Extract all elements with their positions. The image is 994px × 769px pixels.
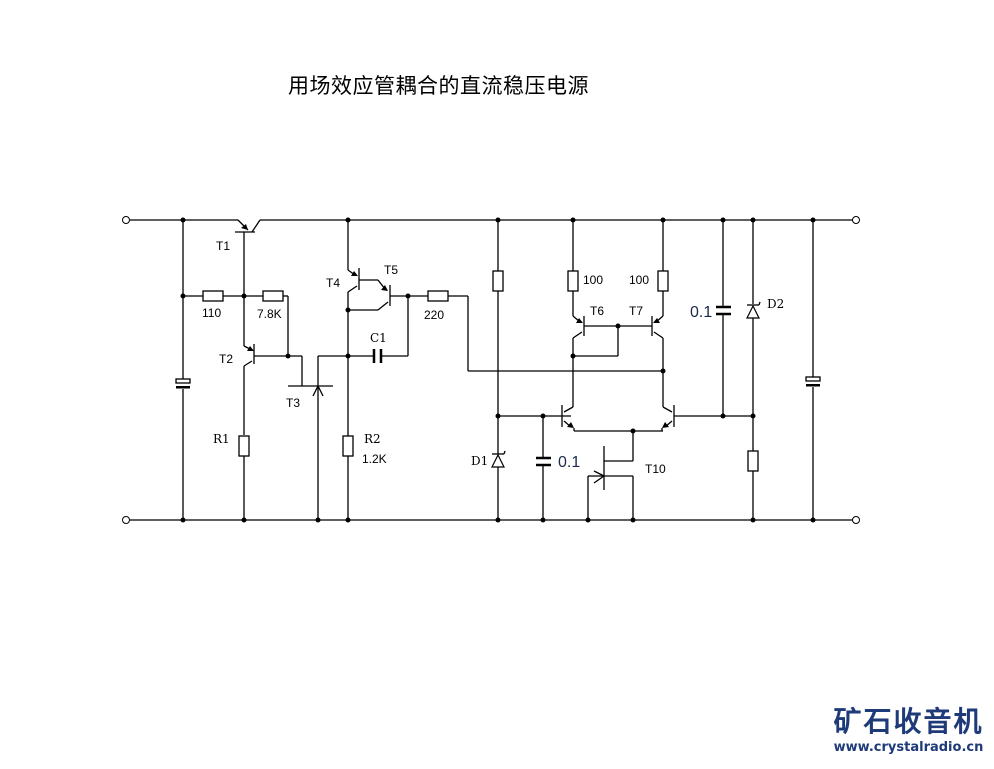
label-t10: T10 xyxy=(645,462,666,476)
label-r-220: 220 xyxy=(424,308,444,322)
resistor-7-8k xyxy=(262,290,289,356)
capacitor-c1 xyxy=(348,296,409,363)
resistor-r1 xyxy=(238,435,250,520)
transistor-t1 xyxy=(235,219,261,296)
label-t4: T4 xyxy=(326,276,340,290)
fet-t10 xyxy=(587,431,634,520)
input-capacitor xyxy=(175,220,191,520)
zener-d2 xyxy=(746,220,761,520)
differential-pair xyxy=(561,405,753,432)
label-t3: T3 xyxy=(286,396,300,410)
capacitor-right xyxy=(716,220,731,416)
input-terminal-positive xyxy=(122,216,130,224)
fet-t3 xyxy=(288,355,348,520)
label-c-mid: 0.1 xyxy=(558,454,580,471)
logo-url[interactable]: www.crystalradio.cn xyxy=(833,740,984,755)
label-r2: R2 xyxy=(364,432,381,446)
label-c-right: 0.1 xyxy=(690,304,712,321)
zener-d1-branch xyxy=(491,220,571,520)
current-mirror-t6-t7 xyxy=(567,220,669,407)
resistor-r2 xyxy=(342,435,354,520)
output-terminal-positive xyxy=(852,216,860,224)
label-d2: D2 xyxy=(767,297,784,311)
capacitor-mid xyxy=(536,416,551,520)
label-t2: T2 xyxy=(219,352,233,366)
logo-name: 矿石收音机 xyxy=(833,705,984,738)
label-t7: T7 xyxy=(629,304,643,318)
label-r-t7: 100 xyxy=(629,273,649,287)
label-r2-value: 1.2K xyxy=(362,452,387,466)
label-t1: T1 xyxy=(216,239,230,253)
junction-dots xyxy=(180,217,816,523)
output-terminal-negative xyxy=(852,516,860,524)
diagram-title: 用场效应管耦合的直流稳压电源 xyxy=(288,74,589,98)
label-t6: T6 xyxy=(590,304,604,318)
site-logo[interactable]: 矿石收音机 www.crystalradio.cn xyxy=(826,706,991,758)
label-c1: C1 xyxy=(370,331,387,345)
output-capacitor xyxy=(805,220,821,520)
input-terminal-negative xyxy=(122,516,130,524)
label-d1: D1 xyxy=(471,454,488,468)
label-r1: R1 xyxy=(213,432,230,446)
transistor-t2 xyxy=(243,296,302,435)
label-r-7-8k: 7.8K xyxy=(257,307,282,321)
label-r-t6: 100 xyxy=(583,273,603,287)
resistor-220 xyxy=(427,290,663,372)
label-r-110: 110 xyxy=(202,306,221,320)
darlington-t4-t5 xyxy=(347,220,428,436)
label-t5: T5 xyxy=(384,263,398,277)
